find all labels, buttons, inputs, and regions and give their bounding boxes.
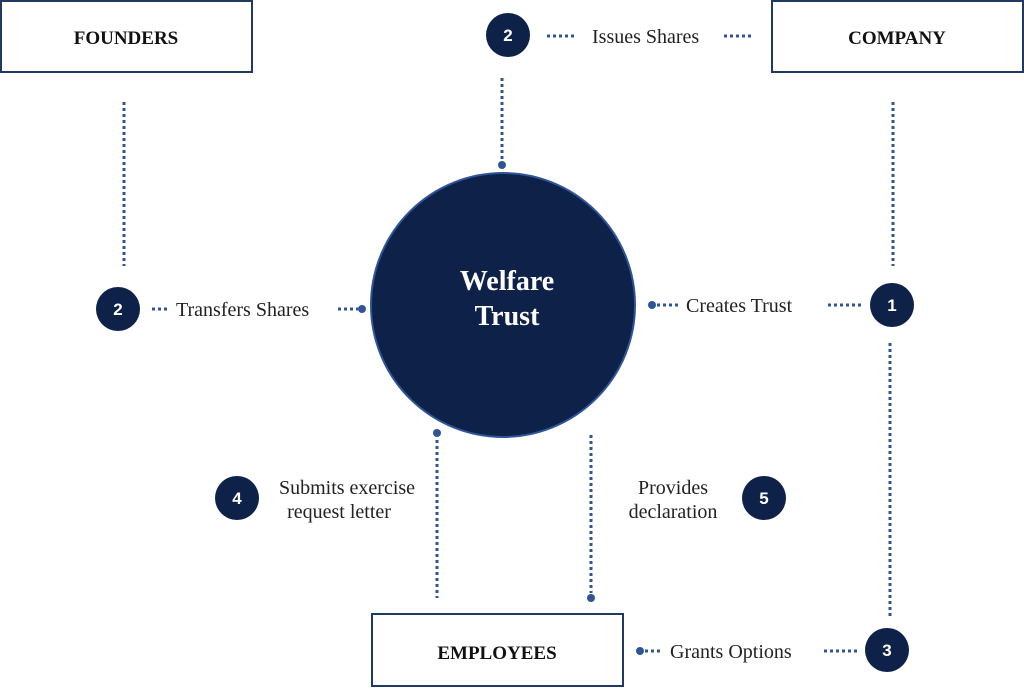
svg-text:4: 4 bbox=[232, 489, 242, 508]
employees-label: EMPLOYEES bbox=[437, 643, 556, 664]
step-label-submits-line1: Submits exercise bbox=[279, 477, 415, 499]
connector-endpoint bbox=[587, 594, 595, 602]
step-badge-transfers: 2 bbox=[96, 287, 140, 331]
step-label-creates: Creates Trust bbox=[686, 295, 793, 317]
svg-text:2: 2 bbox=[113, 300, 122, 319]
trust-label-line1: Welfare bbox=[460, 266, 554, 297]
step-label-submits-line2: request letter bbox=[287, 501, 391, 523]
employees-box: EMPLOYEES bbox=[371, 613, 624, 687]
trust-label-line2: Trust bbox=[475, 301, 540, 332]
svg-text:5: 5 bbox=[759, 489, 768, 508]
step-badge-issues: 2 bbox=[486, 13, 530, 57]
svg-text:3: 3 bbox=[882, 641, 891, 660]
step-label-transfers: Transfers Shares bbox=[176, 299, 309, 321]
welfare-trust-circle: Welfare Trust bbox=[370, 172, 636, 438]
step-label-grants: Grants Options bbox=[670, 641, 792, 663]
founders-box: FOUNDERS bbox=[0, 0, 253, 73]
company-box: COMPANY bbox=[771, 0, 1024, 73]
connector-endpoint bbox=[636, 647, 644, 655]
step-badge-submits: 4 bbox=[215, 476, 259, 520]
connectors bbox=[122, 34, 895, 655]
step-label-issues: Issues Shares bbox=[592, 26, 699, 48]
step-label-provides-line2: declaration bbox=[629, 501, 718, 523]
svg-text:2: 2 bbox=[503, 26, 512, 45]
founders-label: FOUNDERS bbox=[74, 28, 179, 49]
svg-text:1: 1 bbox=[887, 296, 896, 315]
connector-endpoint bbox=[358, 305, 366, 313]
step-badge-provides: 5 bbox=[742, 476, 786, 520]
step-label-provides-line1: Provides bbox=[638, 477, 708, 499]
step-badge-creates: 1 bbox=[870, 283, 914, 327]
connector-endpoint bbox=[498, 161, 506, 169]
connector-endpoint bbox=[648, 301, 656, 309]
step-badge-grants: 3 bbox=[865, 628, 909, 672]
connector-endpoint bbox=[433, 429, 441, 437]
company-label: COMPANY bbox=[848, 28, 946, 49]
